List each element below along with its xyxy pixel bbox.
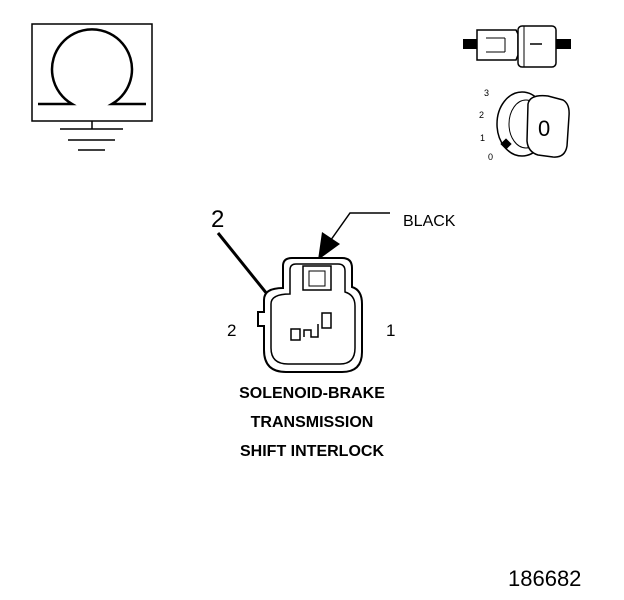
ignition-position-0: 0	[488, 152, 494, 162]
connector-title-line-1: SOLENOID-BRAKE	[239, 385, 385, 402]
callout-number: 2	[211, 206, 225, 233]
connector-title-line-3: SHIFT INTERLOCK	[240, 443, 384, 460]
connector-title-line-2: TRANSMISSION	[250, 414, 374, 431]
figure-number: 186682	[508, 566, 582, 591]
pin-label-right: 1	[386, 321, 396, 340]
key-label: 0	[538, 116, 551, 141]
ignition-position-1: 1	[480, 133, 486, 143]
color-label: BLACK	[403, 213, 456, 230]
ignition-position-3: 3	[484, 88, 490, 98]
pin-label-left: 2	[227, 321, 237, 340]
ignition-position-2: 2	[479, 110, 485, 120]
